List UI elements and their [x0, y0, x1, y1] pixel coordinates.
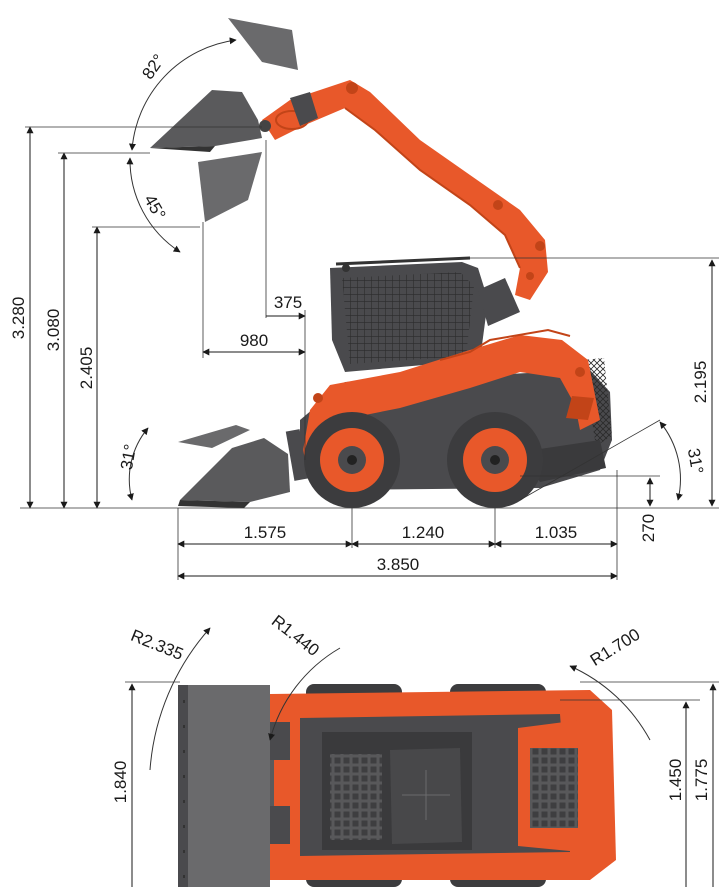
side-view: 3.280 3.080 2.405 2.195 270 375 980 82° … [9, 18, 719, 580]
label-wheelbase: 1.240 [402, 523, 445, 542]
label-dump-height: 2.405 [77, 347, 96, 390]
arc-front-radius [268, 647, 341, 741]
label-rollback-angle: 45° [140, 191, 169, 223]
label-track-width: 1.450 [666, 759, 685, 802]
top-bucket [178, 685, 270, 887]
label-dump-angle: 82° [138, 51, 168, 83]
label-bucket-width: 1.840 [111, 761, 130, 804]
loader-arm-raised [259, 80, 548, 300]
arc-bucket-radius [149, 627, 211, 771]
bucket-ground-ghost [178, 425, 250, 448]
label-front-overhang: 1.575 [244, 523, 287, 542]
label-front-radius: R1.440 [268, 611, 323, 660]
label-overall-length: 3.850 [377, 555, 420, 574]
top-view: 1.840 1.450 1.775 R2.335 R1.440 R1.700 [111, 611, 719, 887]
bucket-ghost-top [228, 18, 298, 70]
label-rear-overhang: 1.035 [535, 523, 578, 542]
rear-wheel [447, 412, 543, 508]
loader-arm-lowered [285, 328, 600, 481]
label-overall-width: 1.775 [692, 759, 711, 802]
label-overall-height: 2.195 [691, 361, 710, 404]
label-bucket-radius: R2.335 [128, 626, 186, 664]
arc-departure [659, 421, 683, 501]
label-dump-reach: 375 [274, 293, 302, 312]
label-ground-clearance: 270 [639, 514, 658, 542]
label-reach-45: 980 [240, 331, 268, 350]
label-max-pin: 3.280 [9, 297, 28, 340]
arc-dump-top [128, 37, 237, 151]
cab [330, 256, 520, 372]
bucket-raised [150, 90, 262, 152]
label-ground-angle: 31° [117, 443, 140, 472]
label-rear-radius: R1.700 [587, 625, 644, 670]
bucket-45 [198, 152, 262, 222]
arc-ground-rollback [126, 427, 149, 501]
arc-rear-radius [569, 665, 651, 741]
bucket-ground [178, 438, 290, 508]
front-wheel [304, 412, 400, 508]
label-pin-height: 3.080 [44, 309, 63, 352]
label-departure-angle: 31° [684, 447, 707, 476]
arc-rollback [126, 157, 181, 253]
